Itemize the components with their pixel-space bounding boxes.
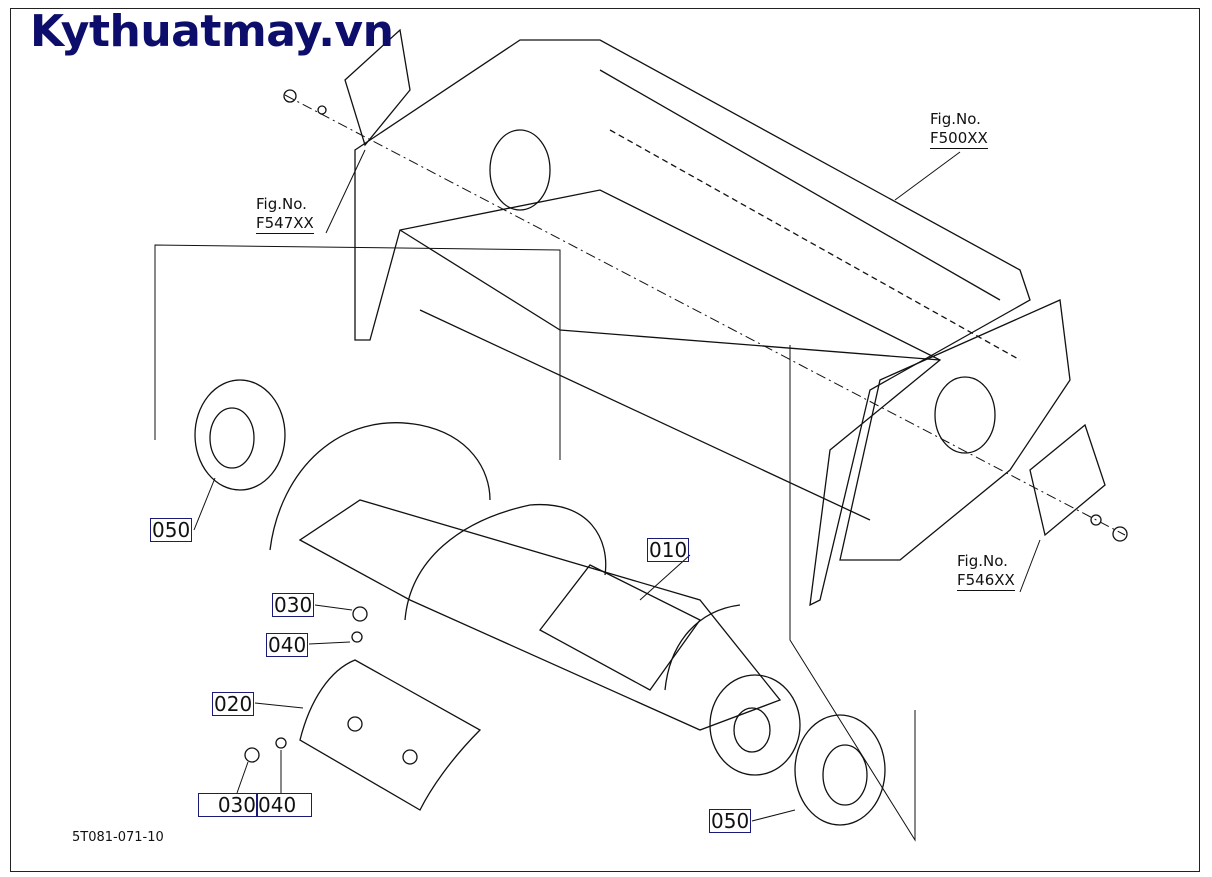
drawing-number: 5T081-071-10	[72, 830, 164, 845]
washer-icon	[1090, 514, 1102, 526]
callout-020[interactable]: 020	[212, 692, 255, 716]
callout-050-left[interactable]: 050	[150, 518, 193, 542]
figure-ref-f546[interactable]: Fig.No. F546XX	[957, 552, 1015, 591]
callout-030-bottom[interactable]: 030	[198, 793, 258, 817]
callout-040-top[interactable]: 040	[266, 633, 309, 657]
end-plate-right	[794, 714, 886, 826]
washer-icon	[275, 737, 287, 749]
bracket-plate-right	[1029, 423, 1106, 537]
diagram-frame	[10, 8, 1200, 872]
fig-label: Fig.No.	[930, 110, 981, 128]
nut-icon	[1112, 526, 1128, 542]
bolt-icon	[244, 747, 260, 763]
fig-code: F547XX	[256, 214, 314, 234]
cover-plate-drawing	[299, 659, 482, 811]
header-frame-drawing	[354, 39, 1071, 607]
fig-label: Fig.No.	[957, 552, 1008, 570]
figure-ref-f547[interactable]: Fig.No. F547XX	[256, 195, 314, 234]
callout-030-top[interactable]: 030	[272, 593, 315, 617]
callout-050-right[interactable]: 050	[709, 809, 752, 833]
fig-code: F546XX	[957, 571, 1015, 591]
fig-code: F500XX	[930, 129, 988, 149]
washer-icon	[351, 631, 363, 643]
callout-010[interactable]: 010	[647, 538, 690, 562]
site-logo: Kythuatmay.vn	[30, 6, 394, 57]
callout-040-bottom[interactable]: 040	[256, 793, 312, 817]
bracket-plate-left	[344, 28, 411, 147]
figure-ref-f500[interactable]: Fig.No. F500XX	[930, 110, 988, 149]
nut-icon	[283, 89, 297, 103]
bolt-icon	[352, 606, 368, 622]
fig-label: Fig.No.	[256, 195, 307, 213]
washer-icon	[317, 105, 327, 115]
auger-drawing	[269, 422, 801, 776]
end-plate-left	[194, 379, 286, 491]
